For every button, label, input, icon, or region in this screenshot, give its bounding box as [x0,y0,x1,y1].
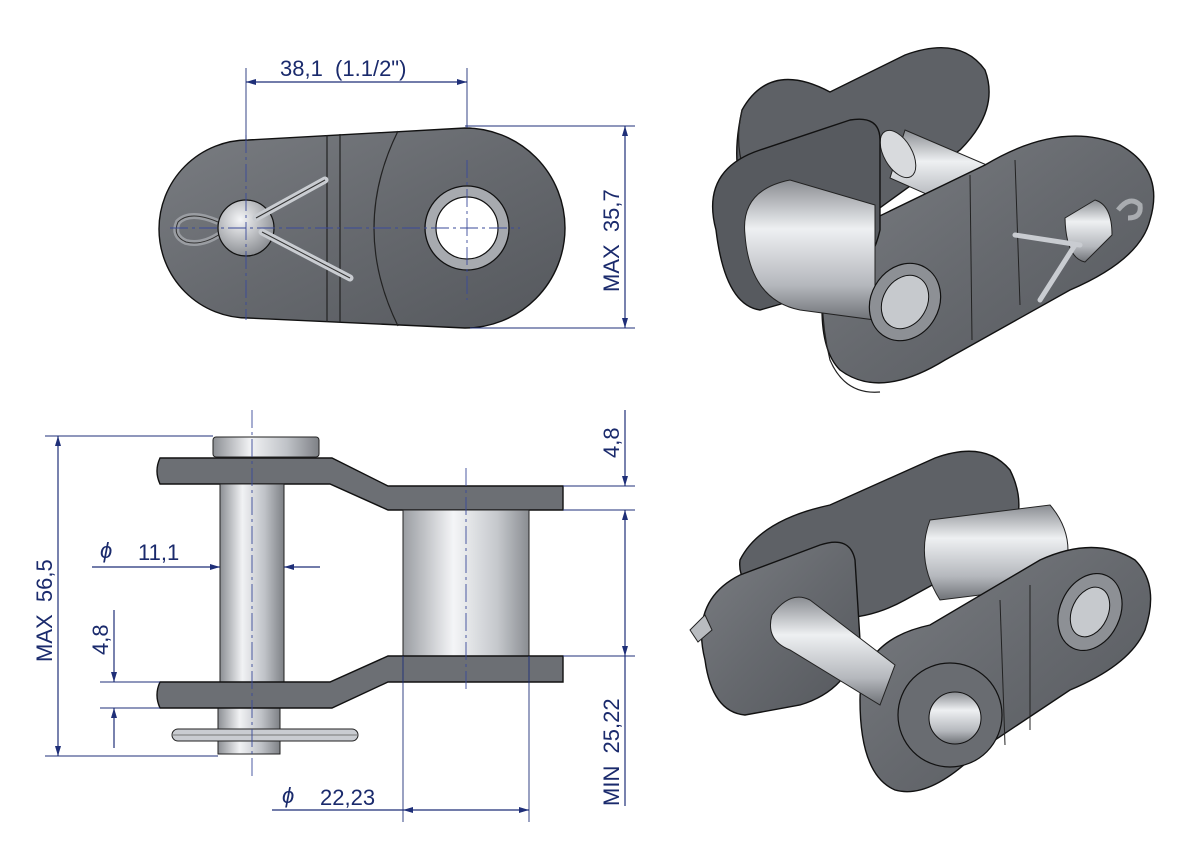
plate-thickness-side-dimension: 4,8 [88,624,113,655]
iso2-pin-tail [689,614,713,643]
inner-width-dimension: MIN 25,22 [599,698,624,806]
plate-thickness-top-dimension: 4,8 [599,427,624,458]
pin-diameter-dimension: 11,1 [138,540,179,565]
pitch-dimension: 38,1 (1.1/2") [280,56,406,81]
outer-plate-bottom [156,655,564,709]
roller-diameter-dimension: 22,23 [320,785,375,810]
top-view: 38,1 (1.1/2") MAX 35,7 [158,56,635,329]
plate-height-dimension: MAX 35,7 [599,189,624,292]
pin-head-cap [212,436,320,458]
pin-diameter-symbol: ϕ [100,538,112,563]
side-view: MAX 56,5 4,8 ϕ 11,1 ϕ 22,23 4,8 MIN 25,2… [32,410,635,822]
isometric-view-upper [711,47,1155,393]
iso-cotter-eye [1116,198,1143,221]
iso-cotter-leg [1037,242,1078,303]
outer-plate-top [156,457,564,511]
iso2-pin [770,596,896,706]
iso2-pin-end [928,691,982,745]
overall-width-dimension: MAX 56,5 [32,559,57,662]
iso-cotter-leg [1012,232,1083,248]
roller-diameter-symbol: ϕ [282,783,294,808]
isometric-view-lower [689,450,1152,793]
